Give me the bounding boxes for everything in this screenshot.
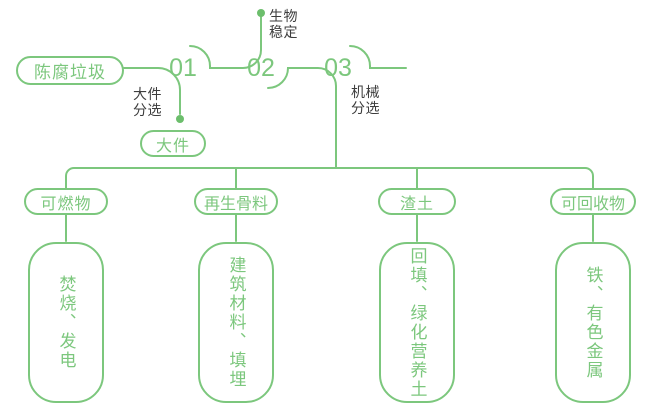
branch-label: 可回收物 (560, 195, 625, 213)
branch-label: 可燃物 (40, 195, 92, 213)
destination-text: 回填、绿化营养土 (407, 246, 427, 399)
destination-box-metals: 铁、有色金属 (555, 242, 631, 403)
branch-label: 渣土 (399, 195, 434, 213)
step-label-line: 机械 (351, 84, 380, 100)
destination-box-backfill: 回填、绿化营养土 (379, 242, 455, 403)
step-label-line: 分选 (133, 102, 162, 118)
node-dot-large-item (176, 115, 184, 123)
step-label-bulky-sorting: 大件 分选 (133, 86, 162, 118)
destination-text: 建筑材料、填埋 (226, 256, 246, 389)
line-02-to-03 (267, 67, 337, 169)
bulky-item-label: 大件 (155, 137, 190, 155)
distribution-bar (65, 167, 594, 189)
source-label: 陈腐垃圾 (34, 63, 106, 82)
destination-text: 铁、有色金属 (583, 265, 603, 380)
destination-box-building-material: 建筑材料、填埋 (198, 242, 274, 403)
bulky-item-node: 大件 (140, 130, 206, 157)
branch-node-recycled-aggregate: 再生骨料 (194, 188, 278, 215)
step-label-mechanical-sorting: 机械 分选 (351, 84, 380, 116)
step-number-03: 03 (324, 54, 352, 82)
node-dot-bio-stabilize (257, 9, 265, 17)
branch-node-recyclable: 可回收物 (550, 188, 636, 215)
branch-node-combustible: 可燃物 (24, 188, 108, 215)
branch-node-slag-soil: 渣土 (378, 188, 456, 215)
step-label-line: 稳定 (269, 24, 298, 40)
branch-label: 再生骨料 (203, 195, 268, 213)
line-01-to-02 (189, 16, 262, 69)
destination-text: 焚烧、发电 (56, 275, 76, 370)
step-label-line: 分选 (351, 100, 380, 116)
step-label-line: 生物 (269, 8, 298, 24)
step-number-02: 02 (247, 54, 275, 82)
line-source-to-01 (123, 67, 181, 115)
step-label-bio-stabilize: 生物 稳定 (269, 8, 298, 40)
step-number-01: 01 (169, 54, 197, 82)
step-label-line: 大件 (133, 86, 162, 102)
destination-box-incineration: 焚烧、发电 (28, 242, 104, 403)
line-03-tail (349, 45, 407, 69)
source-node: 陈腐垃圾 (16, 56, 124, 85)
